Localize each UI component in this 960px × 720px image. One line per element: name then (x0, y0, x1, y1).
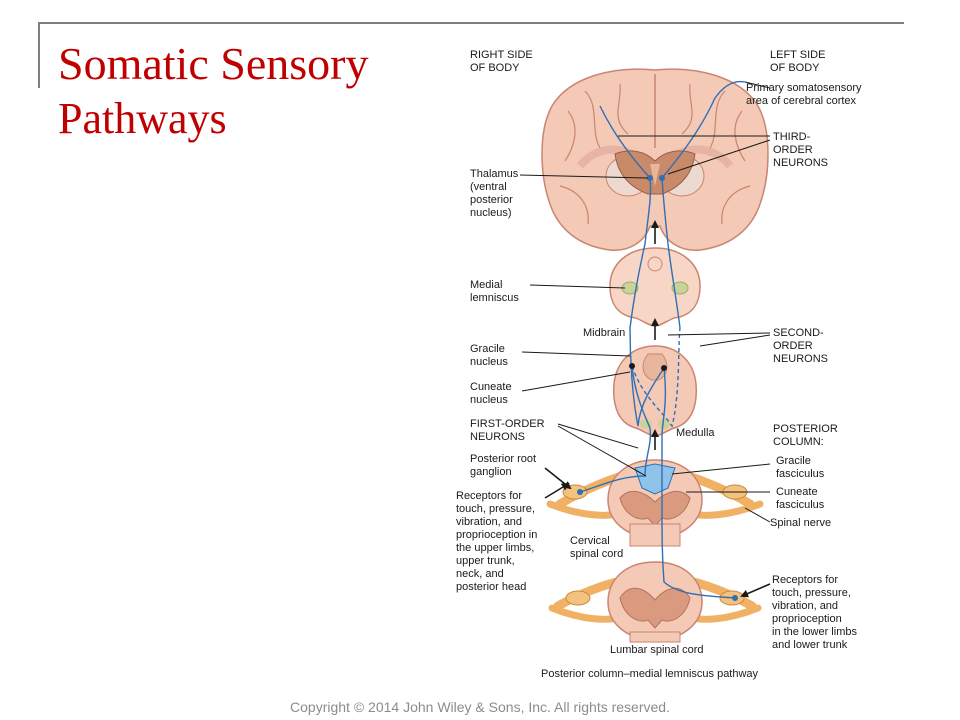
label-right-side: RIGHT SIDE OF BODY (470, 49, 536, 74)
label-receptors-upper: Receptors for touch, pressure, vibration… (456, 490, 540, 593)
label-cuneate-fasciculus: Cuneate fasciculus (776, 486, 825, 511)
label-thalamus: Thalamus (ventral posterior nucleus) (470, 168, 521, 219)
figure-caption: Posterior column–medial lemniscus pathwa… (541, 668, 759, 680)
label-medulla: Medulla (676, 427, 715, 439)
title-line-1: Somatic Sensory (58, 38, 369, 89)
diagram-labels: RIGHT SIDE OF BODY LEFT SIDE OF BODY Pri… (456, 49, 865, 680)
label-left-side: LEFT SIDE OF BODY (770, 49, 829, 74)
label-gracile-fasciculus: Gracile fasciculus (776, 455, 825, 480)
label-gracile-nucleus: Gracile nucleus (470, 343, 508, 368)
label-first-order: FIRST-ORDER NEURONS (470, 418, 548, 443)
cerebrum-section (541, 68, 769, 251)
label-third-order: THIRD- ORDER NEURONS (773, 131, 828, 169)
lumbar-cord-section (548, 561, 762, 643)
slide-frame-left (38, 22, 40, 88)
cervical-cord-section (546, 459, 764, 547)
leader-lines (519, 81, 771, 598)
label-spinal-nerve: Spinal nerve (770, 517, 831, 529)
title-line-2: Pathways (58, 94, 227, 144)
label-cuneate-nucleus: Cuneate nucleus (470, 381, 515, 406)
slide-title: Somatic Sensory Pathways (58, 36, 368, 146)
pathway-neurons (577, 80, 746, 601)
label-posterior-root-ganglion: Posterior root ganglion (470, 453, 539, 478)
pathway-diagram: RIGHT SIDE OF BODY LEFT SIDE OF BODY Pri… (456, 49, 865, 680)
label-lumbar: Lumbar spinal cord (610, 644, 704, 656)
label-receptors-lower: Receptors for touch, pressure, vibration… (772, 574, 860, 651)
label-cervical: Cervical spinal cord (570, 535, 623, 560)
slide-frame-top (38, 22, 904, 24)
copyright-notice: Copyright © 2014 John Wiley & Sons, Inc.… (290, 699, 670, 715)
label-second-order: SECOND- ORDER NEURONS (773, 327, 828, 365)
label-posterior-column: POSTERIOR COLUMN: (773, 423, 841, 448)
label-medial-lemniscus: Medial lemniscus (470, 279, 519, 304)
label-midbrain: Midbrain (583, 327, 625, 339)
midbrain-section (609, 247, 701, 327)
label-cortex: Primary somatosensory area of cerebral c… (746, 82, 865, 107)
medulla-section (612, 345, 698, 437)
